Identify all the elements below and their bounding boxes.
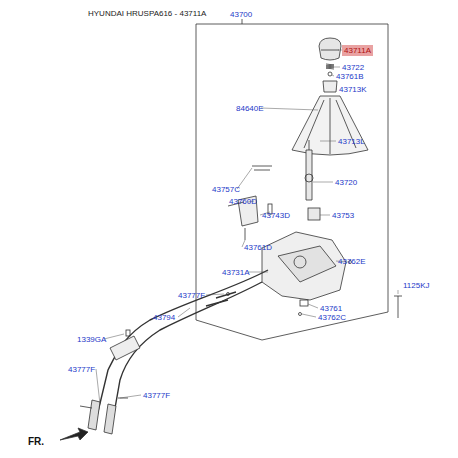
callout-number: 43722 — [342, 63, 364, 72]
group-frame — [196, 24, 388, 340]
callout-number: 43794 — [153, 313, 175, 322]
callout-number: 43713K — [339, 85, 367, 94]
callout-number: 43713L — [338, 137, 365, 146]
bushing — [308, 208, 320, 220]
collar — [323, 81, 337, 92]
callout-number: 1339GA — [77, 335, 106, 344]
callout-number: 43700 — [230, 10, 252, 19]
callout-number: 43757C — [212, 185, 240, 194]
front-marker: FR. — [28, 437, 44, 446]
spring — [326, 64, 334, 69]
callout-number: 43753 — [332, 211, 354, 220]
shift-boot — [292, 96, 368, 155]
bolt — [394, 296, 402, 318]
callout-number: 43760D — [229, 197, 257, 206]
callout-number: 43743D — [262, 211, 290, 220]
diagram-title: HYUNDAI HRUSPA616 - 43711A — [88, 9, 206, 18]
nut — [328, 72, 332, 76]
callout-number: 43777F — [178, 291, 205, 300]
callout-number: 43761D — [244, 243, 272, 252]
callout-number: 43761B — [336, 72, 364, 81]
shifter-housing — [262, 232, 346, 300]
callout-number: 43777F — [68, 365, 95, 374]
callout-number: 43762E — [338, 257, 366, 266]
callout-number: 84640E — [236, 104, 264, 113]
front-arrow — [60, 428, 88, 440]
shift-cables — [96, 270, 268, 425]
callout-number: 43731A — [222, 268, 250, 277]
cable-bracket — [110, 336, 140, 360]
part-number: 43711A — [342, 45, 373, 56]
highlighted-part: 43711A — [342, 45, 373, 56]
callout-number: 43761 — [320, 304, 342, 313]
shift-knob — [319, 38, 341, 60]
shift-lever — [306, 150, 312, 200]
cable-end — [88, 400, 116, 434]
callout-number: 43720 — [335, 178, 357, 187]
callout-number: 43762C — [318, 313, 346, 322]
callout-number: 1125KJ — [403, 281, 430, 290]
callout-number: 43777F — [143, 391, 170, 400]
